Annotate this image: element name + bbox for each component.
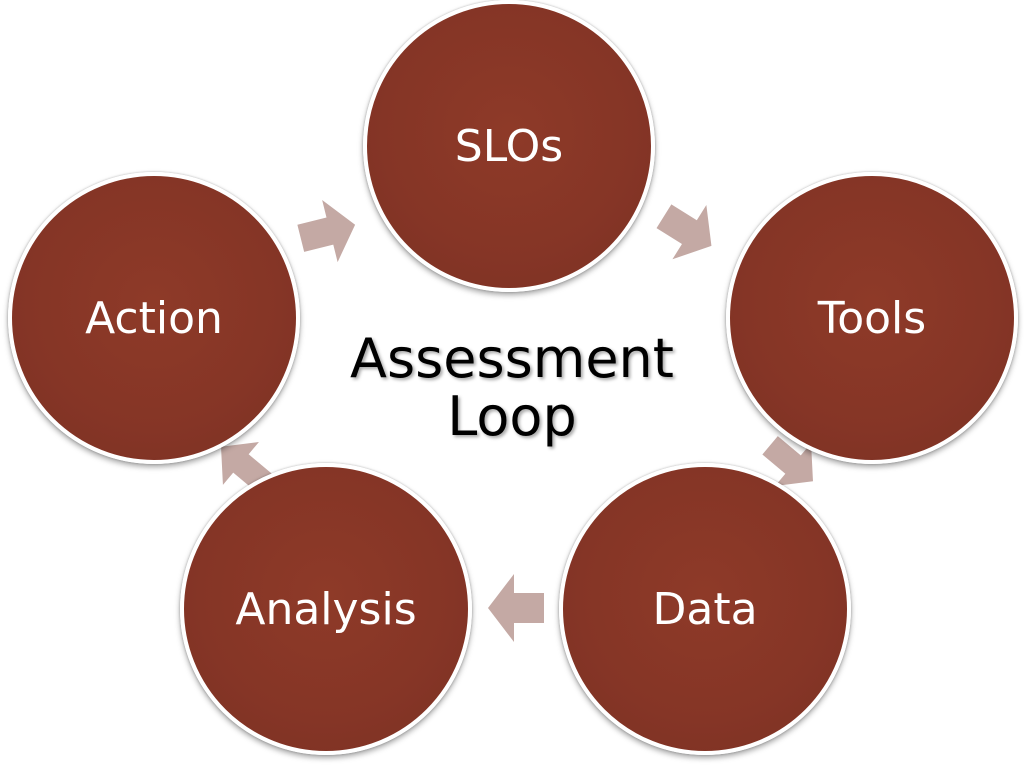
node-analysis: Analysis: [180, 463, 472, 755]
node-slos: SLOs: [363, 0, 655, 292]
right-arrow-icon: [297, 199, 356, 263]
right-arrow-icon: [488, 574, 544, 642]
node-label-slos: SLOs: [454, 120, 564, 172]
node-tools: Tools: [726, 172, 1018, 464]
node-data: Data: [559, 463, 851, 755]
diagram-title-line2: Loop: [447, 385, 577, 448]
right-arrow-icon: [656, 204, 712, 260]
diagram-title: Assessment Loop: [312, 330, 712, 446]
node-label-analysis: Analysis: [235, 583, 417, 635]
diagram-title-line1: Assessment: [350, 327, 674, 390]
node-label-data: Data: [652, 583, 758, 635]
node-label-action: Action: [85, 292, 223, 344]
node-action: Action: [8, 172, 300, 464]
node-label-tools: Tools: [817, 292, 927, 344]
